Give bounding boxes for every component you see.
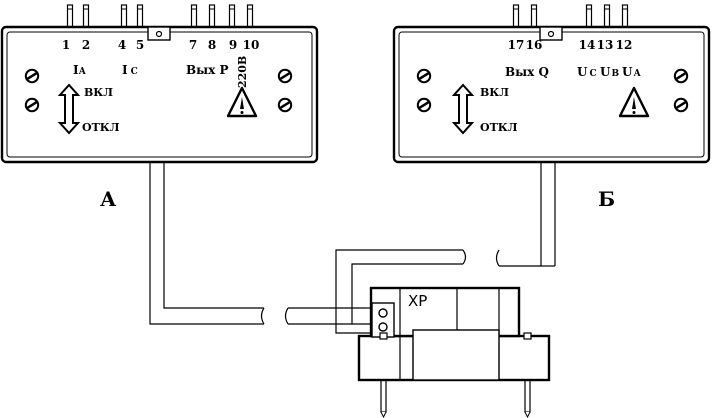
unit-b-pin-label: 17 — [508, 38, 525, 52]
screw-icon — [24, 97, 40, 113]
unit-b-label-off: ОТКЛ — [480, 121, 518, 134]
unit-b-title: Б — [598, 187, 615, 211]
unit-a-pin — [66, 4, 74, 28]
unit-a-label-off: ОТКЛ — [82, 121, 120, 134]
unit-b-pin — [512, 4, 520, 28]
label-ub: UВ — [600, 65, 619, 79]
unit-b-pin — [530, 4, 538, 28]
unit-a-pin-label: 2 — [82, 38, 90, 52]
label-vyx-q: Вых Q — [505, 65, 549, 79]
unit-a-pin — [246, 4, 254, 28]
unit-a-body — [0, 25, 319, 164]
unit-b-pins — [512, 4, 629, 28]
unit-a-pin-label: 1 — [62, 38, 70, 52]
label-ua: UА — [622, 65, 641, 79]
screw-icon — [673, 97, 689, 113]
cable-b — [495, 162, 556, 267]
unit-b-body — [392, 25, 711, 164]
screw-icon — [277, 97, 293, 113]
connector-housing — [369, 286, 521, 338]
unit-b-pin-label: 14 — [579, 38, 596, 52]
unit-b-pin — [585, 4, 593, 28]
unit-a-pin-label: 8 — [208, 38, 216, 52]
unit-a-pin-label: 10 — [243, 38, 260, 52]
screw-icon — [277, 68, 293, 84]
unit-a-pin-label: 9 — [229, 38, 237, 52]
unit-b-pin — [603, 4, 611, 28]
unit-a-pin — [82, 4, 90, 28]
connector-label: XP — [408, 292, 427, 310]
cable-a — [149, 162, 366, 325]
screw-icon — [416, 68, 432, 84]
unit-a-title: А — [100, 187, 117, 211]
label-220v: 220В — [236, 56, 249, 88]
unit-a-pin — [228, 4, 236, 28]
unit-a-pin-label: 4 — [118, 38, 126, 52]
unit-b-pin — [621, 4, 629, 28]
unit-b-pin-label: 16 — [526, 38, 543, 52]
unit-a-pin — [136, 4, 144, 28]
connector-xp: XP — [357, 286, 551, 418]
unit-b-label-on: ВКЛ — [480, 86, 509, 99]
label-vyx-p: Вых Р — [186, 63, 229, 77]
screw-icon — [416, 97, 432, 113]
label-ia: IА — [73, 63, 87, 77]
unit-a-pin — [190, 4, 198, 28]
unit-b-pin-label: 13 — [597, 38, 614, 52]
unit-a-label-on: ВКЛ — [84, 86, 113, 99]
unit-a-pins — [66, 4, 254, 28]
unit-a-pin — [120, 4, 128, 28]
unit-a-pin-label: 5 — [136, 38, 144, 52]
unit-b-notch — [539, 26, 563, 41]
unit-a-pin — [208, 4, 216, 28]
screw-icon — [673, 68, 689, 84]
unit-b-pin-label: 12 — [616, 38, 633, 52]
unit-a-pin-label: 7 — [189, 38, 197, 52]
screw-icon — [24, 68, 40, 84]
unit-a-notch — [147, 26, 171, 41]
